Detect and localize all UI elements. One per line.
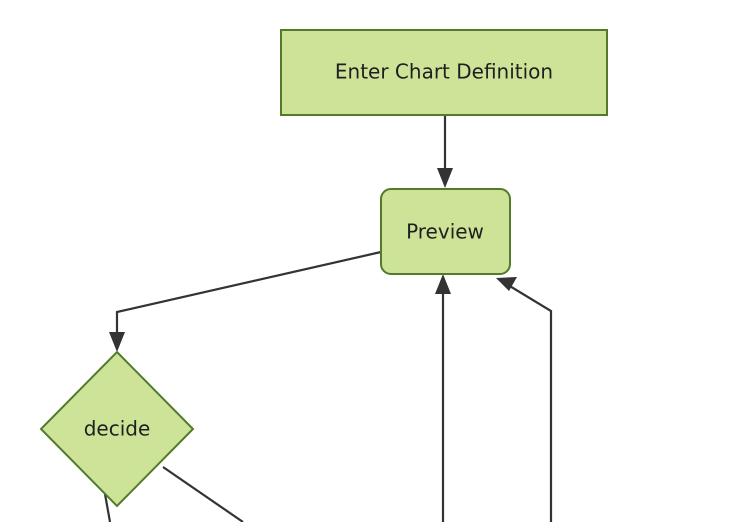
edge-line <box>103 493 112 522</box>
node-enter-chart-definition[interactable]: Enter Chart Definition <box>280 29 608 116</box>
node-rectangle[interactable] <box>280 29 608 116</box>
edge-line <box>162 466 244 522</box>
node-label-enter-chart-definition: Enter Chart Definition <box>335 60 553 84</box>
edge-decide-right-out <box>162 466 244 522</box>
edge-bottom-right-to-preview <box>496 277 553 522</box>
node-diamond[interactable] <box>39 350 195 508</box>
node-label-preview: Preview <box>406 220 484 244</box>
edges-layer <box>103 115 553 522</box>
node-rounded-rectangle[interactable] <box>380 188 511 275</box>
edge-decide-left-out <box>103 493 112 522</box>
nodes-layer: Enter Chart Definition Preview decide <box>39 29 608 508</box>
node-preview[interactable]: Preview <box>380 188 511 275</box>
edge-preview-to-decide <box>109 250 382 352</box>
edge-line <box>115 250 382 338</box>
arrow-head-icon <box>496 277 517 291</box>
arrow-head-icon <box>437 168 453 188</box>
node-decide[interactable]: decide <box>39 350 195 508</box>
node-label-decide: decide <box>84 417 151 441</box>
arrow-head-icon <box>435 274 451 294</box>
edge-enter-to-preview <box>437 115 453 188</box>
edge-line <box>507 284 553 522</box>
edge-bottom-center-to-preview <box>435 274 451 522</box>
arrow-head-icon <box>109 332 125 352</box>
